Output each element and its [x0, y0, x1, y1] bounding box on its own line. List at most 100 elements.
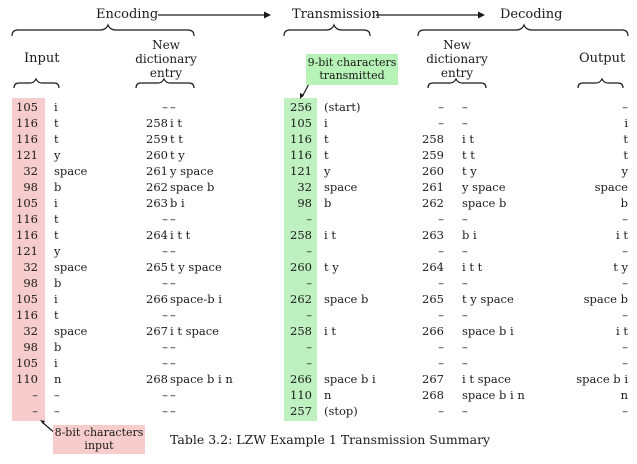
output-cell: –	[622, 308, 628, 322]
leader-head	[40, 420, 45, 424]
output-cell: n	[620, 388, 628, 402]
tx-code-cell: –	[306, 340, 312, 354]
tx-chars-cell: space b	[324, 292, 369, 306]
dec-code-cell: 267	[422, 372, 444, 386]
input-char-cell: space	[54, 164, 88, 178]
tx-chars-cell: y	[324, 164, 331, 178]
enc-entry-cell: –	[170, 276, 176, 290]
input-code-cell: 105	[16, 100, 38, 114]
enc-entry-cell: –	[170, 212, 176, 226]
input-char-cell: n	[54, 372, 62, 386]
dec-entry-cell: i t space	[462, 372, 511, 386]
label-line: 8-bit characters	[54, 426, 144, 439]
dec-entry-cell: –	[462, 212, 468, 226]
enc-entry-cell: –	[170, 308, 176, 322]
label-line: input	[84, 439, 114, 452]
output-cell: i	[624, 116, 628, 130]
dec-code-cell: –	[438, 100, 444, 114]
tx-code-cell: 256	[290, 100, 312, 114]
output-cell: –	[622, 404, 628, 418]
enc-code-cell: –	[162, 356, 168, 370]
output-cell: –	[622, 356, 628, 370]
input-brace	[13, 77, 60, 89]
enc-code-cell: –	[162, 100, 168, 114]
dec-code-cell: –	[438, 116, 444, 130]
tx-code-cell: 32	[297, 180, 312, 194]
output-cell: –	[622, 212, 628, 226]
input-char-cell: i	[54, 292, 58, 306]
dec-entry-cell: b i	[462, 228, 477, 242]
label-line: transmitted	[319, 69, 385, 82]
dec-entry-cell: space b i n	[462, 388, 525, 402]
input-code-cell: –	[32, 388, 38, 402]
input-code-cell: 32	[23, 260, 38, 274]
enc-entry-cell: i t t	[170, 228, 191, 242]
input-char-cell: b	[54, 340, 62, 354]
tx-code-cell: 257	[290, 404, 312, 418]
input-char-cell: –	[54, 404, 60, 418]
tx-code-cell: 258	[290, 228, 312, 242]
transmission-header: Transmission	[292, 7, 380, 22]
enc-code-cell: –	[162, 212, 168, 226]
enc-code-cell: –	[162, 340, 168, 354]
enc-entry-cell: –	[170, 100, 176, 114]
enc-code-cell: 266	[146, 292, 168, 306]
input-code-cell: –	[32, 404, 38, 418]
enc-entry-cell: t y	[170, 148, 185, 162]
dec-code-cell: 258	[422, 132, 444, 146]
tx-chars-cell: space b i	[324, 372, 376, 386]
enc-entry-cell: t y space	[170, 260, 222, 274]
enc-code-cell: 260	[146, 148, 168, 162]
input-char-cell: space	[54, 324, 88, 338]
output-cell: –	[622, 244, 628, 258]
enc-entry-cell: b i	[170, 196, 185, 210]
dec-entry-cell: –	[462, 244, 468, 258]
tx-code-cell: –	[306, 212, 312, 226]
enc-code-cell: –	[162, 388, 168, 402]
tx-chars-cell: (start)	[324, 100, 361, 114]
decoding-header: Decoding	[500, 7, 563, 22]
tx-chars-cell: b	[324, 196, 332, 210]
enc-code-cell: 267	[146, 324, 168, 338]
header-line: New	[443, 38, 471, 52]
tx-code-cell: 98	[297, 196, 312, 210]
dec-entry-cell: –	[462, 356, 468, 370]
label-line: 9-bit characters	[307, 56, 397, 69]
enc-code-cell: 263	[146, 196, 168, 210]
encoding-brace	[11, 23, 195, 37]
dec-entry-cell: space b i	[462, 324, 514, 338]
leader-head	[300, 93, 304, 99]
tx-chars-cell: t	[324, 148, 329, 162]
input-code-cell: 121	[16, 244, 38, 258]
input-code-highlight	[12, 98, 45, 421]
enc-entry-cell: –	[170, 244, 176, 258]
input-column-header: Input	[24, 51, 60, 66]
header-line: dictionary	[135, 52, 197, 66]
input-code-cell: 116	[16, 116, 38, 130]
dec-code-cell: –	[438, 308, 444, 322]
input-char-cell: b	[54, 276, 62, 290]
dec-entry-cell: –	[462, 276, 468, 290]
tx-code-cell: 258	[290, 324, 312, 338]
enc-code-cell: 261	[146, 164, 168, 178]
output-cell: i t	[616, 228, 628, 242]
dec-code-cell: 268	[422, 388, 444, 402]
enc-entry-cell: space b	[170, 180, 215, 194]
dec-code-cell: –	[438, 212, 444, 226]
tx-code-cell: 260	[290, 260, 312, 274]
dec-code-cell: 266	[422, 324, 444, 338]
transmission-brace	[283, 23, 371, 37]
header-line: entry	[440, 66, 474, 80]
output-cell: –	[622, 340, 628, 354]
input-char-cell: –	[54, 388, 60, 402]
dec-code-cell: –	[438, 244, 444, 258]
dec-code-cell: 265	[422, 292, 444, 306]
output-cell: b	[620, 196, 628, 210]
input-char-cell: t	[54, 308, 59, 322]
input-code-cell: 98	[23, 340, 38, 354]
input-char-cell: i	[54, 356, 58, 370]
input-code-cell: 116	[16, 228, 38, 242]
tx-code-cell: 121	[290, 164, 312, 178]
tx-code-cell: 110	[290, 388, 312, 402]
